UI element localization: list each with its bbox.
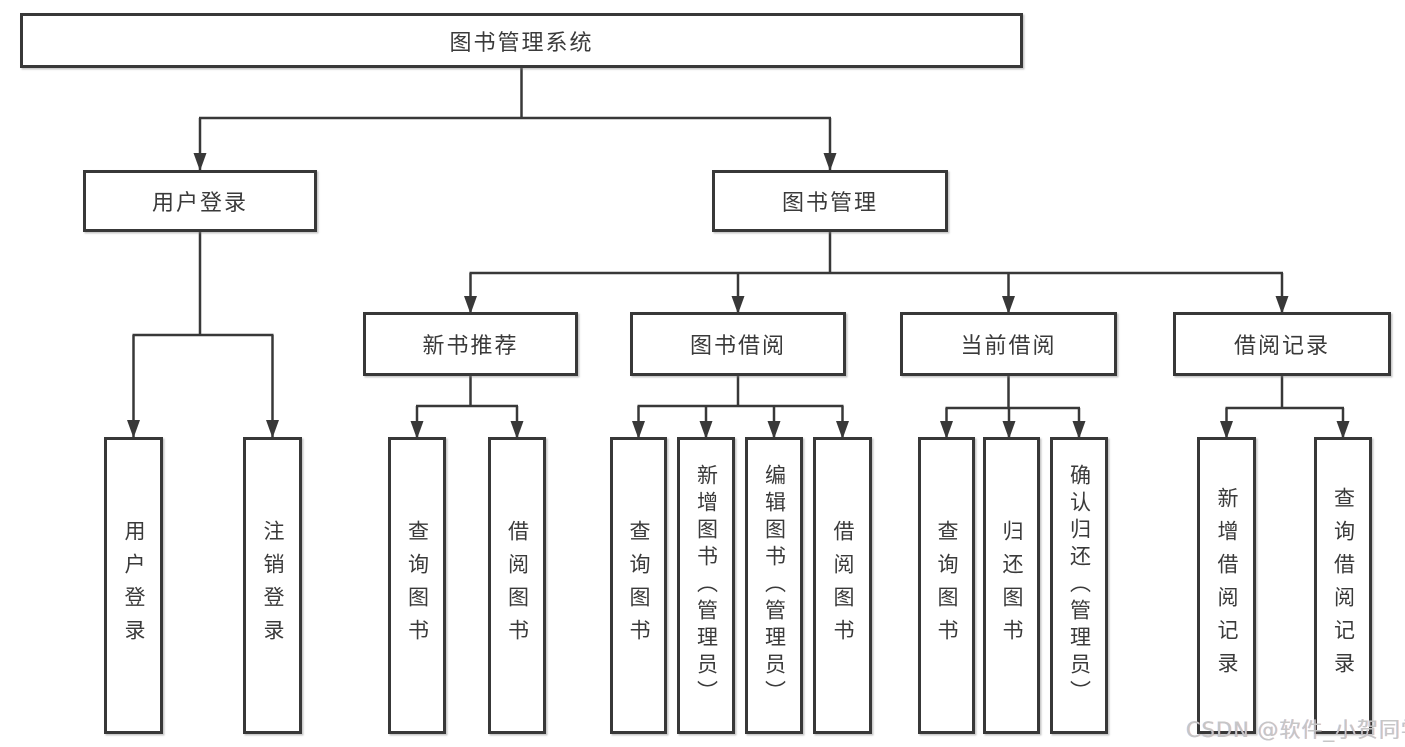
leaf-borrow-book: 借阅图书 <box>813 437 872 734</box>
leaf-add-book-admin: 新增图书（管理员） <box>677 437 735 734</box>
leaf-query-book-borrow: 查询图书 <box>610 437 667 734</box>
leaf-query-book-recommend: 查询图书 <box>388 437 446 734</box>
leaf-query-book-borrow-label: 查询图书 <box>627 519 651 652</box>
node-root: 图书管理系统 <box>20 13 1023 68</box>
leaf-return-book: 归还图书 <box>983 437 1040 734</box>
leaf-query-book-current-label: 查询图书 <box>935 519 959 652</box>
leaf-borrow-book-label: 借阅图书 <box>831 519 855 652</box>
node-borrow-records: 借阅记录 <box>1173 312 1391 376</box>
node-book-borrow-label: 图书借阅 <box>689 334 786 359</box>
leaf-query-borrow-record-label: 查询借阅记录 <box>1331 486 1356 685</box>
node-borrow-records-label: 借阅记录 <box>1233 334 1330 359</box>
leaf-logout-label: 注销登录 <box>261 519 285 652</box>
leaf-borrow-book-recommend: 借阅图书 <box>488 437 546 734</box>
leaf-logout: 注销登录 <box>243 437 302 734</box>
leaf-add-borrow-record-label: 新增借阅记录 <box>1215 486 1239 685</box>
node-current-borrow-label: 当前借阅 <box>960 334 1057 359</box>
node-user-login-label: 用户登录 <box>151 191 248 216</box>
node-current-borrow: 当前借阅 <box>900 312 1117 376</box>
leaf-borrow-book-recommend-label: 借阅图书 <box>505 519 530 652</box>
node-user-login: 用户登录 <box>83 170 317 232</box>
leaf-query-book-recommend-label: 查询图书 <box>405 519 430 652</box>
leaf-return-book-label: 归还图书 <box>1000 519 1024 652</box>
leaf-user-login: 用户登录 <box>104 437 163 734</box>
leaf-confirm-return-admin: 确认归还（管理员） <box>1050 437 1108 734</box>
node-book-management: 图书管理 <box>712 170 948 232</box>
leaf-confirm-return-admin-label: 确认归还（管理员） <box>1067 464 1092 707</box>
node-new-book-recommend: 新书推荐 <box>363 312 578 376</box>
node-new-book-recommend-label: 新书推荐 <box>422 334 519 359</box>
node-book-management-label: 图书管理 <box>781 191 878 216</box>
node-book-borrow: 图书借阅 <box>630 312 846 376</box>
leaf-user-login-label: 用户登录 <box>122 519 146 652</box>
leaf-add-book-admin-label: 新增图书（管理员） <box>694 464 719 707</box>
leaf-query-borrow-record: 查询借阅记录 <box>1314 437 1372 734</box>
leaf-edit-book-admin-label: 编辑图书（管理员） <box>762 464 787 707</box>
node-root-label: 图书管理系统 <box>449 30 594 56</box>
leaf-add-borrow-record: 新增借阅记录 <box>1197 437 1256 734</box>
leaf-edit-book-admin: 编辑图书（管理员） <box>745 437 803 734</box>
csdn-watermark: CSDN @软件_小贺同学 <box>1186 718 1405 742</box>
leaf-query-book-current: 查询图书 <box>918 437 975 734</box>
